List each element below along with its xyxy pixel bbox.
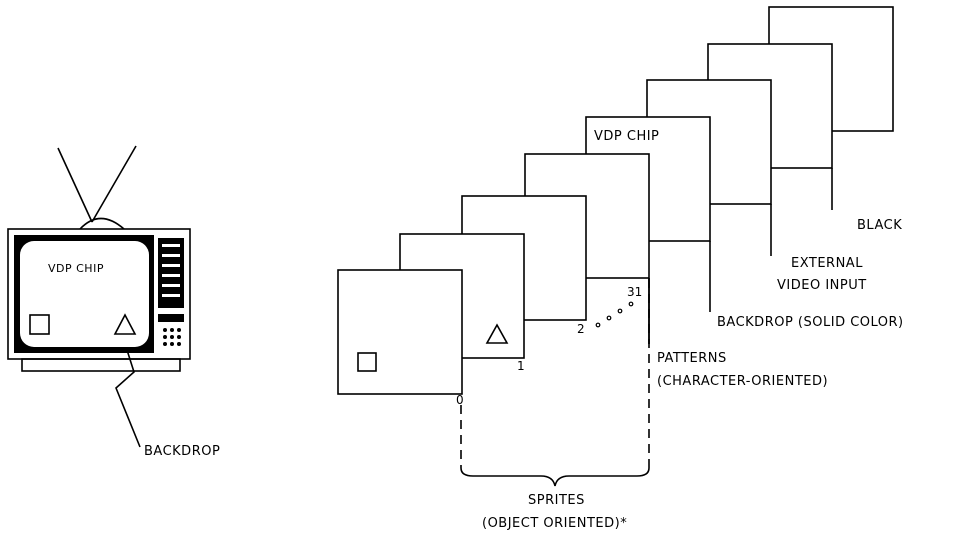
television: VDP CHIP BACKDROP (8, 146, 220, 459)
sprite-number-1: 1 (517, 359, 525, 373)
label-backdrop: BACKDROP (SOLID COLOR) (717, 315, 904, 330)
tv-stand (22, 359, 180, 371)
antenna-base (80, 219, 124, 230)
label-sprites-line2: (OBJECT ORIENTED)* (482, 516, 627, 531)
tv-screen (20, 241, 149, 347)
plane-stack: VDP CHIP 0 1 2 31 BLACK EXTERNAL VIDEO I… (338, 7, 904, 531)
label-black: BLACK (857, 218, 902, 233)
sprite-number-2: 2 (577, 322, 585, 336)
label-patterns-line1: PATTERNS (657, 351, 727, 366)
ellipsis-dots (596, 302, 633, 327)
plane-top-label: VDP CHIP (594, 129, 659, 144)
sprite-number-0: 0 (456, 393, 464, 407)
plane-sprite-0 (338, 270, 462, 394)
antenna-right (92, 146, 136, 222)
label-external-line2: VIDEO INPUT (777, 278, 867, 293)
sprite-number-31: 31 (627, 285, 642, 299)
label-external-line1: EXTERNAL (791, 256, 863, 271)
tv-control-panel (158, 238, 184, 346)
sprites-brace (461, 468, 649, 486)
backdrop-pointer-label: BACKDROP (144, 444, 220, 459)
label-sprites-line1: SPRITES (528, 493, 585, 508)
tv-screen-text: VDP CHIP (48, 262, 104, 275)
antenna-left (58, 148, 92, 222)
backdrop-pointer (116, 350, 140, 447)
label-patterns-line2: (CHARACTER-ORIENTED) (657, 374, 828, 389)
